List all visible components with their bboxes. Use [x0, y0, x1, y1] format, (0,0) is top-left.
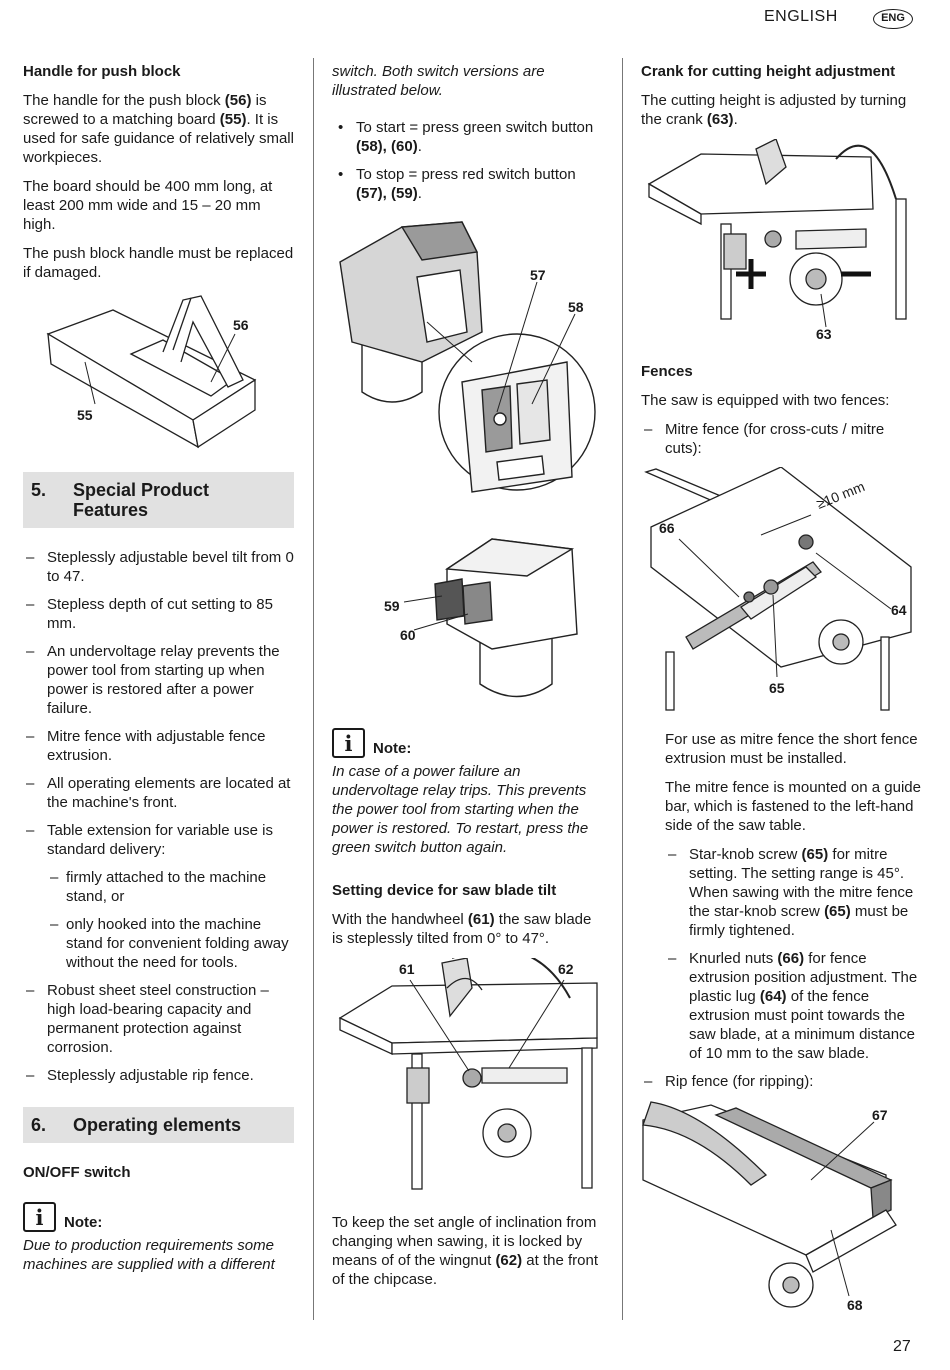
- list-item: All operating elements are located at th…: [23, 774, 294, 812]
- info-icon: i: [332, 728, 365, 758]
- fences-heading: Fences: [641, 363, 693, 380]
- rip-fence-illustration: 67 68: [642, 1101, 897, 1310]
- fig-label-65: 65: [769, 680, 785, 696]
- list-item: Mitre fence with adjustable fence extrus…: [23, 727, 294, 765]
- list-item: Robust sheet steel construction – high l…: [23, 981, 294, 1057]
- mitre-fence-parts: Star-knob screw (65) for mitre setting. …: [665, 845, 921, 1063]
- stop-instruction: To stop = press red switch button (57), …: [332, 165, 604, 203]
- fig-label-min-distance: ≥10 mm: [814, 478, 867, 512]
- column-middle: switch. Both switch versions are illustr…: [332, 62, 604, 1299]
- fences-intro: The saw is equipped with two fences:: [641, 392, 890, 409]
- list-item: Steplessly adjustable bevel tilt from 0 …: [23, 548, 294, 586]
- fence-types: Mitre fence (for cross-cuts / mitre cuts…: [641, 420, 921, 458]
- fig-label-56: 56: [233, 317, 249, 333]
- list-item: firmly attached to the machine stand, or: [47, 868, 294, 906]
- rip-fence-item: Rip fence (for ripping):: [641, 1072, 921, 1091]
- fig-label-64: 64: [891, 602, 907, 618]
- note-header: i Note:: [332, 728, 604, 758]
- switch-illustration-1: 57 58: [339, 221, 596, 493]
- list-item: only hooked into the machine stand for c…: [47, 915, 294, 972]
- knurled-nuts-item: Knurled nuts (66) for fence extrusion po…: [665, 949, 921, 1063]
- list-item: Table extension for variable use is stan…: [23, 821, 294, 972]
- push-block-replace-note: The push block handle must be replaced i…: [23, 245, 294, 281]
- mitre-fence-item: Mitre fence (for cross-cuts / mitre cuts…: [641, 420, 921, 458]
- switch-instructions: To start = press green switch button (58…: [332, 118, 604, 203]
- crank-heading: Crank for cutting height adjustment: [641, 63, 896, 80]
- crank-paragraph: The cutting height is adjusted by turnin…: [641, 92, 907, 128]
- header-language: ENGLISH: [764, 8, 838, 25]
- tilt-heading: Setting device for saw blade tilt: [332, 882, 557, 899]
- list-item: Stepless depth of cut setting to 85 mm.: [23, 595, 294, 633]
- fig-label-60: 60: [400, 627, 416, 643]
- saw-tilt-illustration: 61 62: [338, 958, 598, 1190]
- section-6-heading: 6.Operating elements: [23, 1107, 294, 1143]
- undervoltage-note-text: In case of a power failure an undervolta…: [332, 763, 589, 856]
- switch-versions-text: switch. Both switch versions are illustr…: [332, 63, 545, 99]
- push-block-heading: Handle for push block: [23, 63, 181, 80]
- fig-label-67: 67: [872, 1107, 888, 1123]
- note-header: i Note:: [23, 1202, 294, 1232]
- page-number: 27: [893, 1338, 911, 1355]
- crank-illustration: 63: [647, 139, 907, 342]
- column-left: Handle for push block The handle for the…: [23, 62, 294, 1284]
- push-block-paragraph: The handle for the push block (56) is sc…: [23, 92, 294, 166]
- column-right: Crank for cutting height adjustment The …: [641, 62, 921, 1310]
- mitre-fence-details: For use as mitre fence the short fence e…: [641, 730, 921, 1063]
- push-block-board-dimensions: The board should be 400 mm long, at leas…: [23, 178, 273, 233]
- onoff-heading: ON/OFF switch: [23, 1164, 131, 1181]
- start-instruction: To start = press green switch button (58…: [332, 118, 604, 156]
- fig-label-61: 61: [399, 961, 415, 977]
- star-knob-item: Star-knob screw (65) for mitre setting. …: [665, 845, 921, 940]
- onoff-note-text: Due to production requirements some mach…: [23, 1237, 275, 1273]
- fence-types: Rip fence (for ripping):: [641, 1072, 921, 1091]
- mitre-guide-bar-text: The mitre fence is mounted on a guide ba…: [665, 779, 921, 834]
- section-5-heading: 5.Special Product Features: [23, 472, 294, 528]
- fig-label-57: 57: [530, 267, 546, 283]
- mitre-extrusion-text: For use as mitre fence the short fence e…: [665, 731, 918, 767]
- special-features-list: Steplessly adjustable bevel tilt from 0 …: [23, 548, 294, 1085]
- column-divider: [622, 58, 623, 1320]
- push-block-illustration: 56 55: [46, 295, 257, 449]
- column-divider: [313, 58, 314, 1320]
- fig-label-55: 55: [77, 407, 93, 423]
- tilt-paragraph: With the handwheel (61) the saw blade is…: [332, 911, 592, 947]
- language-badge: ENG: [873, 9, 913, 29]
- fig-label-59: 59: [384, 598, 400, 614]
- table-extension-sublist: firmly attached to the machine stand, or…: [47, 868, 294, 972]
- wingnut-paragraph: To keep the set angle of inclination fro…: [332, 1214, 599, 1288]
- fig-label-68: 68: [847, 1297, 863, 1310]
- list-item: Steplessly adjustable rip fence.: [23, 1066, 294, 1085]
- fig-label-63: 63: [816, 326, 832, 342]
- list-item: An undervoltage relay prevents the power…: [23, 642, 294, 718]
- mitre-fence-illustration: 66 64 65 ≥10 mm: [644, 467, 912, 711]
- fig-label-66: 66: [659, 520, 675, 536]
- fig-label-62: 62: [558, 961, 574, 977]
- fig-label-58: 58: [568, 299, 584, 315]
- switch-illustration-2: 59 60: [384, 538, 578, 698]
- info-icon: i: [23, 1202, 56, 1232]
